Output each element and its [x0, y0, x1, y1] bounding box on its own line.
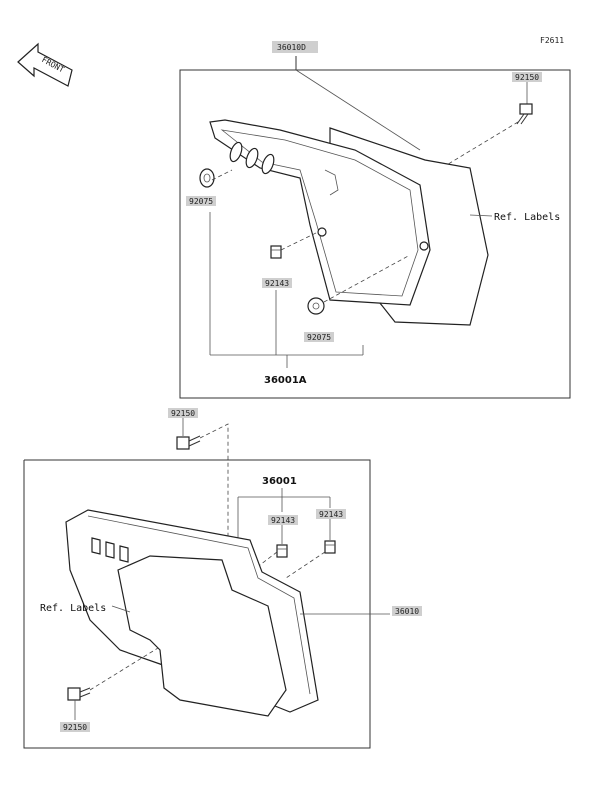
upper-cover-inner-edge — [220, 129, 419, 297]
grommet-a-label-bg — [186, 196, 216, 206]
ref-labels-lower: Ref. Labels — [40, 603, 106, 614]
bolt-upper-icon — [516, 103, 533, 125]
lower-cover-label-bg — [392, 606, 422, 616]
ref-labels-upper: Ref. Labels — [494, 212, 560, 223]
bolt-mid-icon — [176, 435, 201, 450]
collar-lower-a-label-bg — [268, 515, 298, 525]
bolt-mid-label-bg — [168, 408, 198, 418]
grommet-a-label: 92075 — [189, 197, 213, 206]
upper-cover-leader — [295, 69, 421, 151]
upper-cover-label: 36010D — [277, 43, 306, 52]
lower-cover-vents — [91, 537, 129, 563]
grommet-a-axis — [211, 169, 233, 181]
collar-upper-label: 92143 — [265, 279, 289, 288]
upper-cover-hole-b — [419, 241, 429, 251]
collar-lower-b-axis — [285, 551, 326, 579]
lower-side-cover — [117, 555, 287, 717]
grommet-a-icon — [199, 168, 215, 188]
upper-cover-notch — [324, 169, 339, 196]
lower-cover-label: 36010 — [395, 607, 419, 616]
bolt-mid-label: 92150 — [171, 409, 195, 418]
grommet-b-icon — [307, 297, 325, 315]
collar-lower-a-label: 92143 — [271, 516, 295, 525]
bolt-upper-label-bg — [512, 72, 542, 82]
collar-lower-a-icon — [276, 544, 288, 558]
upper-cover-label-bg — [272, 41, 318, 53]
assembly-upper-label: 36001A — [264, 375, 307, 386]
upper-cover-vents — [229, 141, 275, 175]
assembly-lower-label: 36001 — [262, 476, 297, 487]
bolt-lower-axis — [89, 647, 159, 691]
lower-frame — [23, 459, 371, 749]
ref-labels-lower-leader — [111, 605, 131, 613]
upper-cover-hole-a — [317, 227, 327, 237]
figure-code: F2611 — [540, 36, 564, 45]
collar-lower-b-label: 92143 — [319, 510, 343, 519]
upper-cover-bracket — [209, 119, 431, 306]
collar-upper-label-bg — [262, 278, 292, 288]
grommet-b-label: 92075 — [307, 333, 331, 342]
grommet-b-axis — [323, 254, 411, 303]
collar-lower-b-label-bg — [316, 509, 346, 519]
collar-upper-icon — [270, 245, 282, 259]
assembly-upper-bracket — [209, 212, 364, 368]
bolt-lower-label: 92150 — [63, 723, 87, 732]
lower-cover-inner-edge — [87, 515, 311, 695]
front-arrow-icon: FRONT — [17, 42, 73, 87]
bolt-lower-label-bg — [60, 722, 90, 732]
grommet-b-label-bg — [304, 332, 334, 342]
bolt-upper-label: 92150 — [515, 73, 539, 82]
collar-lower-b-icon — [324, 540, 336, 554]
bolt-lower-icon — [67, 687, 91, 701]
bolt-mid-axis — [199, 423, 229, 582]
ref-labels-upper-leader — [469, 214, 493, 217]
